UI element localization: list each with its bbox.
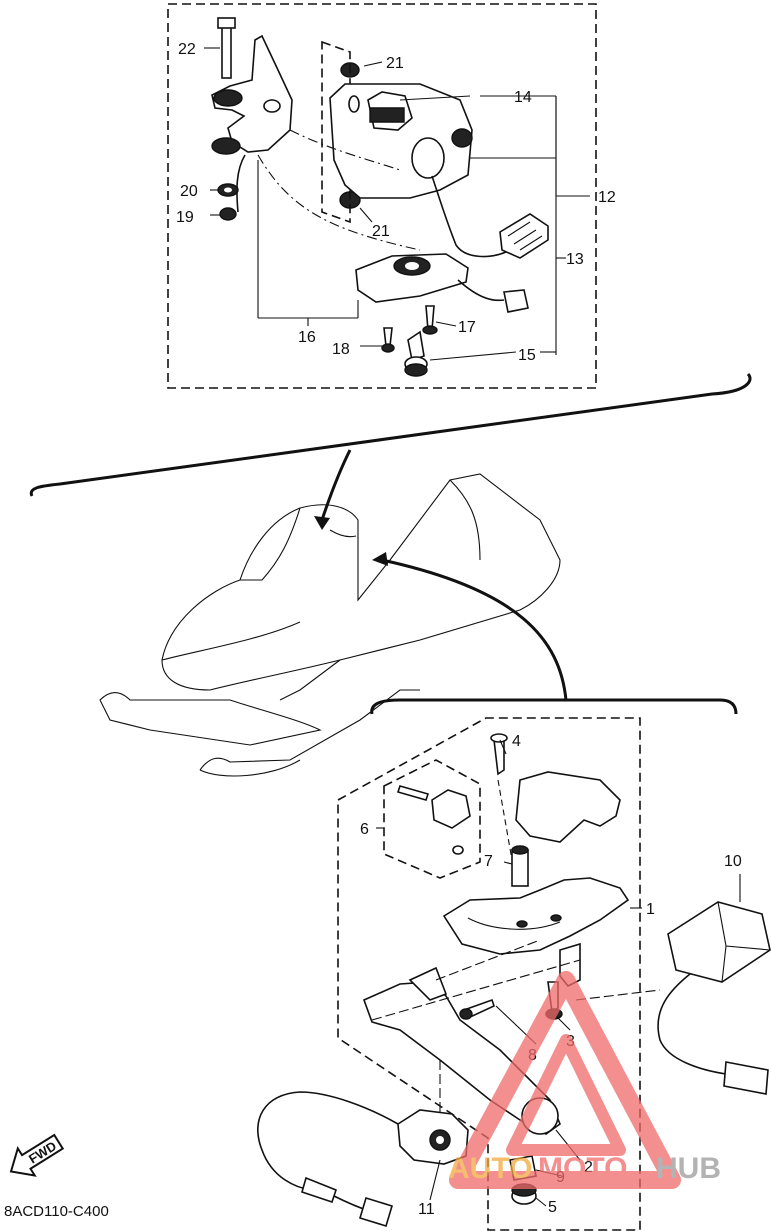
screw-4	[490, 733, 513, 861]
callout-15: 15	[518, 347, 536, 364]
callout-21-bottom: 21	[372, 223, 390, 240]
callout-6: 6	[360, 821, 369, 838]
callout-1: 1	[646, 901, 655, 918]
callout-11: 11	[418, 1201, 435, 1218]
screw-18	[381, 327, 395, 353]
throttle-cover	[515, 771, 621, 843]
nut-19	[219, 207, 237, 221]
callout-18: 18	[332, 341, 350, 358]
connector-10	[657, 901, 771, 1095]
callout-5: 5	[548, 1199, 557, 1216]
drawing-code: 8ACD110-C400	[4, 1203, 109, 1220]
callout-7: 7	[484, 853, 493, 870]
callout-17: 17	[458, 319, 476, 336]
callout-14: 14	[514, 89, 532, 106]
spacer-7	[511, 845, 529, 887]
screw-8	[459, 998, 495, 1020]
lower-assembly-frame	[337, 717, 641, 1231]
top-assembly-frame	[167, 3, 597, 389]
bolt-15	[404, 330, 428, 377]
bracket-part	[211, 17, 293, 155]
callout-19: 19	[176, 209, 194, 226]
screw-17	[422, 305, 438, 335]
separator-line	[29, 372, 752, 497]
snowmobile-outline	[99, 473, 561, 777]
throttle-housing	[442, 877, 630, 988]
callout-12: 12	[598, 189, 616, 206]
fwd-arrow-icon: FWD	[9, 1133, 65, 1177]
callout-22: 22	[178, 41, 196, 58]
watermark-logo: AUTO MOTO HUB	[448, 971, 721, 1189]
tank-housing	[329, 83, 473, 199]
lower-case	[355, 253, 469, 303]
bolt-6	[396, 785, 471, 855]
callout-21-top: 21	[386, 55, 404, 72]
callout-16: 16	[298, 329, 316, 346]
callout-10: 10	[724, 853, 742, 870]
callout-13: 13	[566, 251, 584, 268]
callout-20: 20	[180, 183, 198, 200]
switch-11	[257, 1091, 469, 1228]
lower-bracket-line	[370, 698, 738, 715]
subassembly-6-frame	[383, 759, 481, 879]
callout-2: 2	[584, 1159, 593, 1176]
callout-4: 4	[512, 733, 521, 750]
watermark-auto: AUTO	[448, 1152, 532, 1185]
watermark-moto: MOTO	[538, 1152, 627, 1185]
watermark-hub: HUB	[656, 1152, 721, 1185]
